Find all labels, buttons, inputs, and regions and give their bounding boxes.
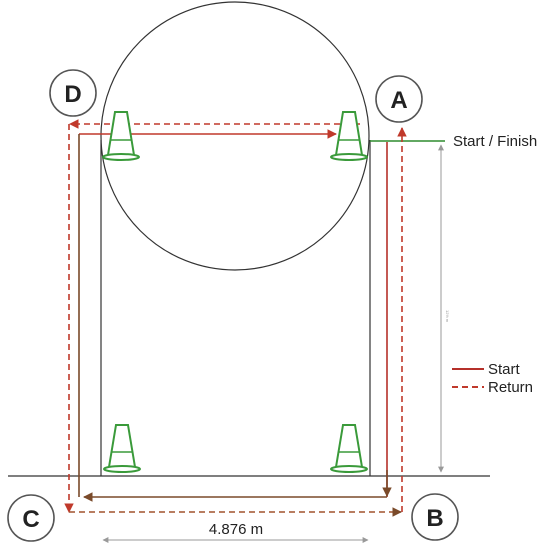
start-path bbox=[78, 129, 392, 502]
start-finish-label: Start / Finish bbox=[453, 133, 537, 150]
cone-bottom-left bbox=[103, 424, 141, 473]
corner-a-label: A bbox=[390, 87, 407, 114]
legend: Start Return bbox=[452, 361, 533, 396]
corner-a-marker: A bbox=[375, 75, 423, 123]
corner-d-label: D bbox=[64, 81, 81, 108]
height-label: 12½ m bbox=[445, 310, 450, 323]
corner-b-label: B bbox=[426, 505, 443, 532]
legend-return-label: Return bbox=[488, 379, 533, 396]
corner-b-marker: B bbox=[411, 493, 459, 541]
turning-circle bbox=[100, 1, 370, 271]
cone-bottom-right bbox=[330, 424, 368, 473]
corner-d-marker: D bbox=[49, 69, 97, 117]
corner-c-marker: C bbox=[7, 494, 55, 542]
cone-top-left bbox=[102, 111, 140, 161]
cone-top-right bbox=[330, 111, 368, 161]
legend-start-label: Start bbox=[488, 361, 521, 378]
width-label: 4.876 m bbox=[209, 521, 263, 538]
corner-c-label: C bbox=[22, 506, 39, 533]
